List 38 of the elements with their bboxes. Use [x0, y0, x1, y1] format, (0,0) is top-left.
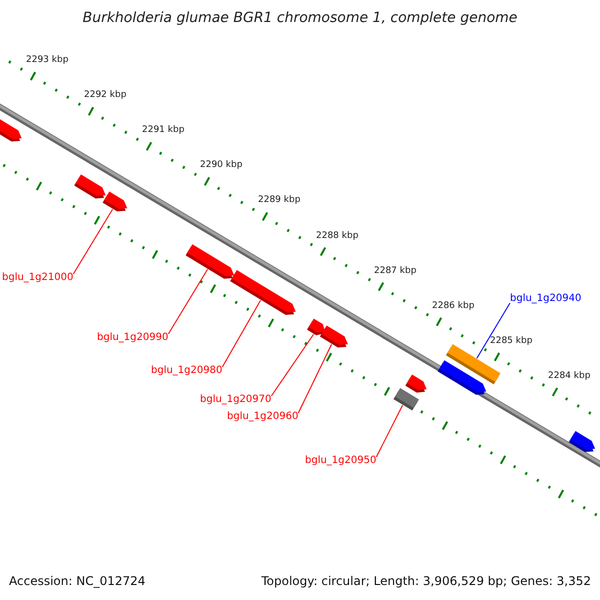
scale-label: 2291 kbp [142, 126, 184, 136]
gene-feature [405, 374, 427, 393]
gene-feature [102, 192, 128, 212]
gene-feature [446, 344, 501, 384]
leader-line [376, 404, 404, 458]
leader-line [476, 302, 510, 359]
gene-feature [230, 270, 296, 315]
scale-label: 2287 kbp [374, 266, 416, 276]
gene-label: bglu_1g20980 [151, 366, 222, 376]
gene-feature [307, 318, 325, 336]
gene-feature [393, 388, 419, 411]
gene-feature [74, 174, 106, 198]
gene-label: bglu_1g20960 [227, 412, 298, 422]
scale-label: 2285 kbp [490, 336, 532, 346]
scale-label: 2293 kbp [26, 56, 68, 66]
gene-label: bglu_1g20950 [305, 456, 376, 466]
leader-line [222, 300, 262, 368]
scale-label: 2290 kbp [200, 161, 242, 170]
leader-line [72, 208, 114, 274]
gene-label: bglu_1g21000 [2, 273, 74, 283]
scale-label: 2284 kbp [548, 372, 590, 381]
genome-info-text: Topology: circular; Length: 3,906,529 bp; Genes: 3,352 [261, 575, 591, 587]
gene-label: bglu_1g20990 [97, 333, 168, 343]
gene-feature [568, 430, 596, 452]
scale-label: 2289 kbp [258, 196, 300, 206]
gene-label: bglu_1g20940 [510, 294, 582, 304]
scale-label: 2288 kbp [316, 232, 358, 241]
gene-feature [0, 117, 22, 142]
scale-label: 2292 kbp [84, 91, 126, 100]
leader-line [298, 344, 332, 414]
gene-label: bglu_1g20970 [200, 395, 272, 405]
gene-feature [186, 244, 234, 279]
gene-feature [320, 325, 348, 348]
leader-line [270, 334, 314, 396]
scale-label: 2286 kbp [432, 302, 474, 311]
leader-line [168, 268, 208, 334]
accession-text: Accession: NC_012724 [9, 575, 146, 587]
title: Burkholderia glumae BGR1 chromosome 1, complete genome [82, 11, 518, 25]
